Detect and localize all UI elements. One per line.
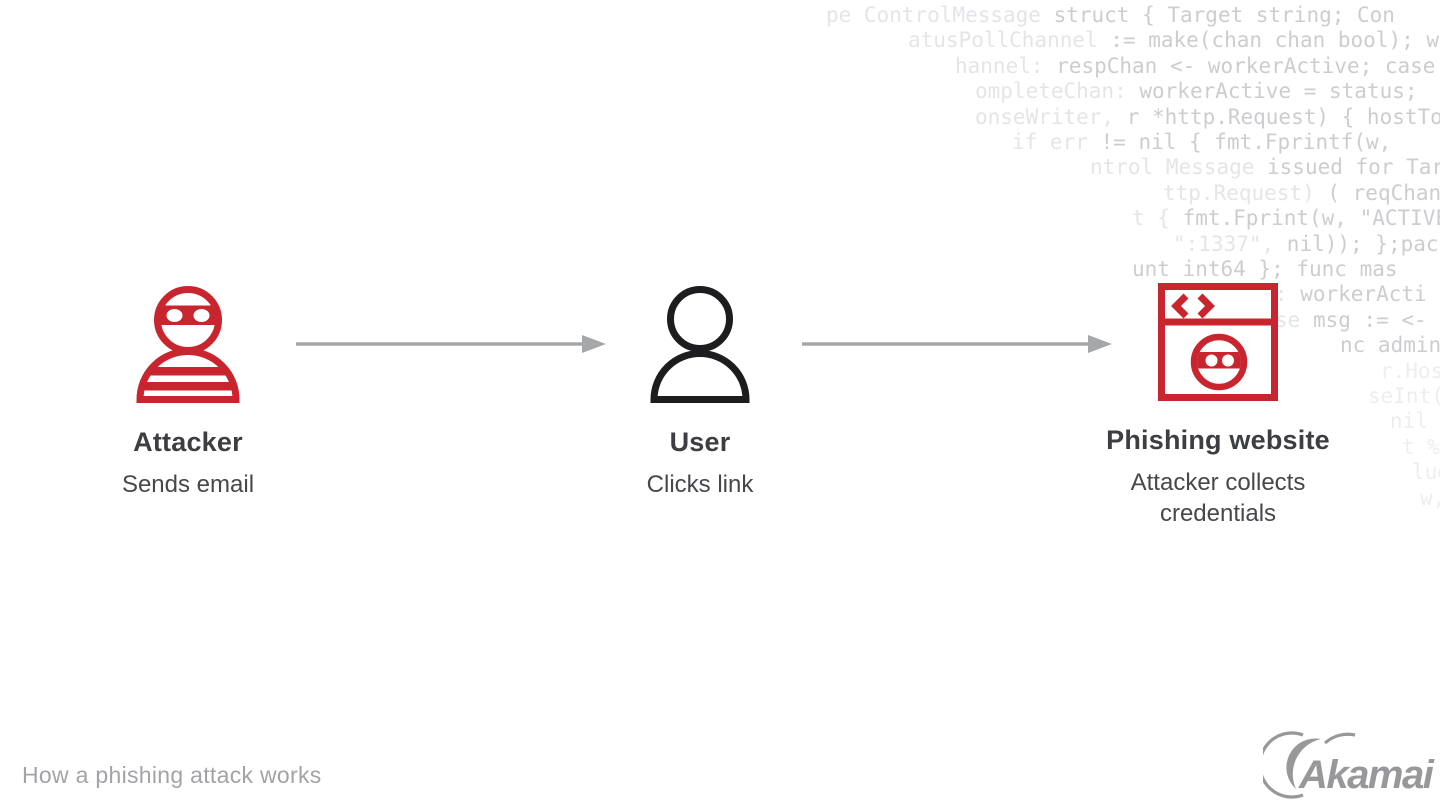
akamai-swoosh-outer <box>1263 731 1304 799</box>
step-phishing-website: Phishing website Attacker collects crede… <box>1093 283 1343 529</box>
arrow-right-icon <box>296 335 606 353</box>
code-chevron-left-icon <box>1171 293 1189 319</box>
step-subtitle: Sends email <box>121 471 255 498</box>
akamai-swoosh-crescent <box>1286 738 1321 789</box>
phishing-browser-window-icon <box>1158 283 1278 401</box>
code-line: ttp.Request) ( reqChan <box>1163 181 1440 205</box>
step-subtitle: Clicks link <box>646 471 754 498</box>
code-line: ompleteChan: workerActive = status; <box>975 79 1418 103</box>
step-user: User Clicks link <box>575 282 825 500</box>
code-line: ntrol Message issued for Tar <box>1090 155 1440 179</box>
code-line: hannel: respChan <- workerActive; case <box>955 54 1436 78</box>
diagram-caption: How a phishing attack works <box>22 762 322 788</box>
code-line: r.Host <box>1380 359 1440 383</box>
code-line: pe ControlMessage struct { Target string… <box>826 3 1395 27</box>
step-title: Attacker <box>133 427 243 457</box>
code-line: atusPollChannel := make(chan chan bool);… <box>908 28 1440 52</box>
step-title: User <box>669 427 731 457</box>
akamai-logo: Akamai <box>1263 731 1436 799</box>
arrow-right-icon <box>802 335 1112 353</box>
code-line: w, <box>1420 486 1440 510</box>
code-chevron-right-icon <box>1197 293 1215 319</box>
code-line: onseWriter, r *http.Request) { hostTok <box>975 105 1440 129</box>
code-line: seInt(r. <box>1368 384 1440 408</box>
attacker-masked-person-icon <box>136 286 240 403</box>
step-subtitle: Attacker collects credentials <box>1130 469 1306 527</box>
step-attacker: Attacker Sends email <box>63 281 313 500</box>
code-line: t { fmt.Fprint(w, "ACTIVE" <box>1132 206 1440 230</box>
code-line: nc admin( <box>1340 333 1440 357</box>
code-line: nil { <box>1390 409 1428 433</box>
akamai-swoosh-wave <box>1323 732 1356 745</box>
step-title: Phishing website <box>1106 425 1330 455</box>
akamai-wordmark: Akamai <box>1298 753 1435 797</box>
user-person-icon <box>650 286 750 403</box>
code-line: ":1337", nil)); };pac <box>1173 232 1439 256</box>
code-line: if err != nil { fmt.Fprintf(w, <box>1012 130 1392 154</box>
code-line: lue <box>1412 460 1440 484</box>
code-line: t %s <box>1402 435 1440 459</box>
code-line: unt int64 }; func mas <box>1132 257 1398 281</box>
